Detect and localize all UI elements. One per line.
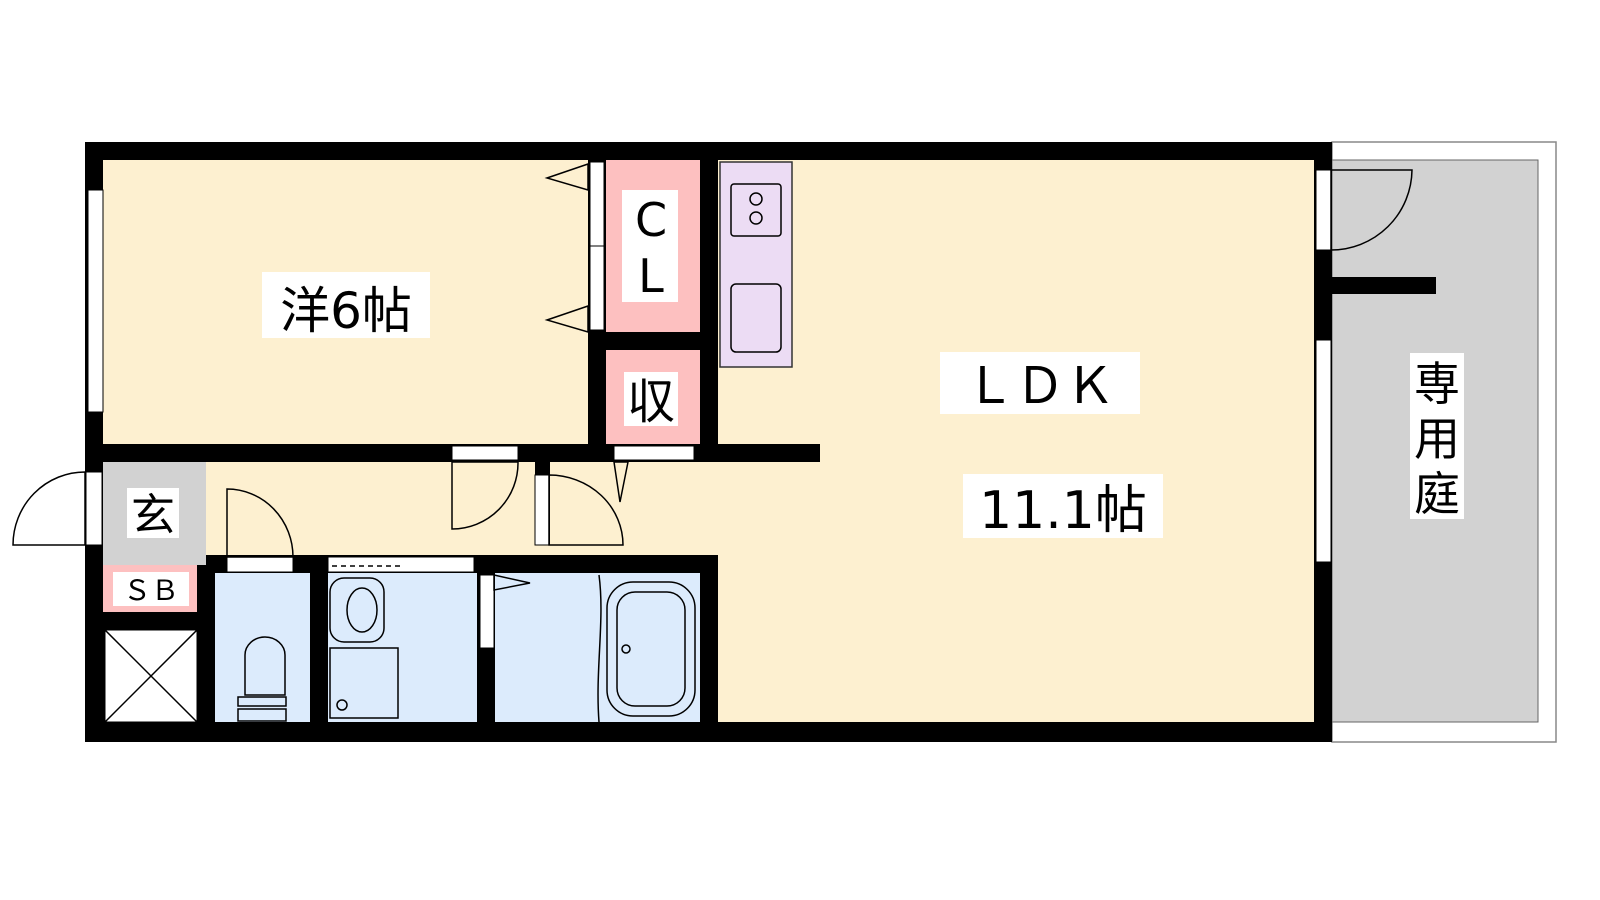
washbasin-icon	[329, 577, 385, 643]
toilet-door-frame[interactable]	[226, 556, 294, 573]
sink-icon	[730, 283, 782, 353]
ldk-door-frame[interactable]	[534, 474, 550, 546]
stove-icon	[730, 183, 782, 237]
bedroom-door-frame[interactable]	[451, 445, 519, 461]
hallway-floor	[206, 462, 718, 555]
closet-door-lower[interactable]	[589, 245, 605, 331]
garden-label-1: 専	[1414, 357, 1460, 411]
storage-door-arrow	[613, 461, 629, 503]
garden-door-frame[interactable]	[1315, 169, 1332, 251]
storage-label: 収	[627, 374, 675, 430]
garden-wall-stub	[1332, 277, 1436, 294]
shoe-box-label: ＳＢ	[123, 574, 179, 607]
ldk-door-swing[interactable]	[548, 474, 624, 546]
burner-icon	[749, 192, 763, 206]
ldk-size-label: 11.1帖	[979, 481, 1147, 541]
entrance-door-frame[interactable]	[85, 471, 103, 546]
bedroom-window[interactable]	[87, 189, 104, 413]
ldk-floor	[718, 160, 1314, 722]
drain-icon	[336, 699, 348, 711]
garden-door-swing[interactable]	[1330, 169, 1413, 251]
garden-label-2: 用	[1414, 412, 1460, 466]
closet-door-arrow	[544, 162, 589, 192]
washroom-sliding-door[interactable]	[327, 556, 475, 573]
storage-door[interactable]	[613, 445, 695, 461]
entrance-door-swing[interactable]	[12, 471, 86, 546]
closet-label-c: C	[635, 193, 667, 247]
garden-label-3: 庭	[1414, 467, 1460, 521]
closet-door-arrow	[544, 304, 589, 334]
toilet-room	[215, 573, 310, 722]
bath-door-arrow	[493, 574, 531, 591]
bedroom-door-swing[interactable]	[451, 461, 519, 530]
bathtub-drain-icon	[621, 644, 631, 654]
bedroom-label: 洋6帖	[280, 282, 412, 340]
closet-label-l: L	[638, 249, 664, 303]
toilet-icon	[244, 636, 286, 696]
ldk-label: ＬＤＫ	[965, 357, 1115, 415]
bath-door[interactable]	[479, 574, 495, 649]
burner-icon	[749, 211, 763, 225]
washing-machine-area	[329, 647, 399, 719]
ldk-window[interactable]	[1315, 339, 1332, 563]
kitchen-counter	[719, 161, 793, 368]
bathtub-icon	[606, 581, 696, 717]
pipe-space-cross	[104, 629, 198, 723]
toilet-door-swing[interactable]	[226, 488, 294, 558]
toilet-tank-icon	[237, 696, 287, 707]
entrance-label: 玄	[131, 490, 175, 541]
bathtub-edge	[597, 574, 602, 723]
toilet-tank-icon	[237, 708, 287, 722]
closet-door-upper[interactable]	[589, 161, 605, 247]
bathtub-inner	[616, 591, 686, 707]
basin-bowl-icon	[346, 587, 378, 633]
